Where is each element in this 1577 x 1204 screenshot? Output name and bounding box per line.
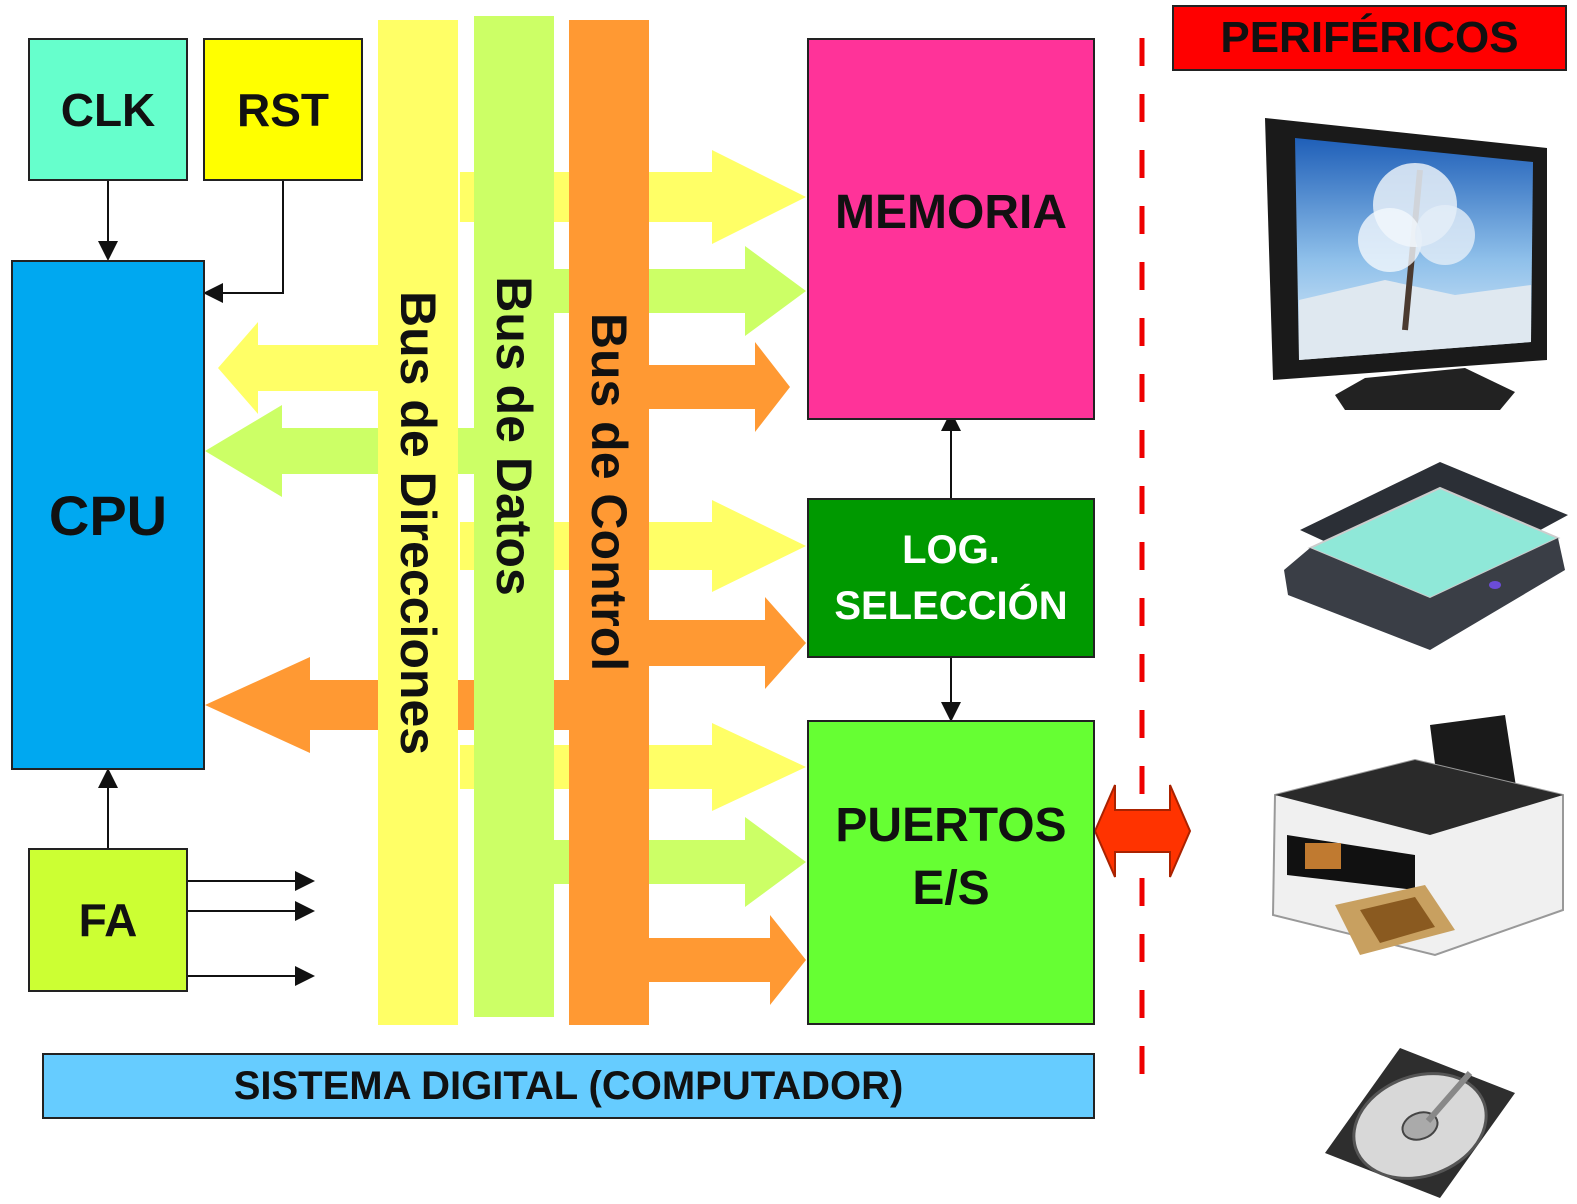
io-bidirectional-arrow — [1093, 784, 1192, 878]
peripherals-title-box: PERIFÉRICOS — [1172, 5, 1567, 71]
cpu-label: CPU — [48, 483, 168, 547]
bus-direcciones-label: Bus de Direcciones — [390, 290, 446, 755]
addr-arrow-to-cpu — [218, 322, 390, 414]
rst-block: RST — [203, 38, 363, 181]
puertos-es-block: PUERTOS E/S — [807, 720, 1095, 1025]
system-label: SISTEMA DIGITAL (COMPUTADOR) — [233, 1063, 904, 1108]
data-arrow-to-puertos — [550, 817, 806, 907]
clk-label: CLK — [60, 83, 156, 136]
hard-disk-icon — [1325, 1048, 1515, 1198]
bus-control: Bus de Control — [569, 20, 649, 1025]
data-arrow-to-memoria — [550, 246, 806, 336]
log-label-line1: LOG. — [902, 528, 1000, 572]
peripherals-title: PERIFÉRICOS — [1220, 13, 1519, 62]
system-label-box: SISTEMA DIGITAL (COMPUTADOR) — [42, 1053, 1095, 1119]
log-label-line2: SELECCIÓN — [834, 584, 1068, 628]
cpu-block: CPU — [11, 260, 205, 770]
log-seleccion-block: LOG. SELECCIÓN — [807, 498, 1095, 658]
printer-icon — [1271, 715, 1564, 957]
bus-datos: Bus de Datos — [474, 16, 554, 1017]
rst-label: RST — [237, 83, 329, 136]
bus-direcciones: Bus de Direcciones — [378, 20, 458, 1025]
clk-block: CLK — [28, 38, 188, 181]
ctrl-arrow-to-puertos — [645, 915, 806, 1005]
puertos-label-line2: E/S — [912, 861, 990, 915]
scanner-icon — [1284, 462, 1568, 650]
monitor-icon — [1265, 118, 1547, 410]
bus-control-label: Bus de Control — [581, 313, 637, 672]
ctrl-arrow-to-log — [645, 597, 806, 689]
memoria-label: MEMORIA — [835, 186, 1067, 239]
fa-label: FA — [78, 894, 138, 946]
bus-datos-label: Bus de Datos — [486, 276, 542, 597]
puertos-label-line1: PUERTOS — [835, 799, 1067, 853]
fa-block: FA — [28, 848, 188, 992]
memoria-block: MEMORIA — [807, 38, 1095, 420]
ctrl-arrow-to-memoria — [645, 342, 790, 432]
